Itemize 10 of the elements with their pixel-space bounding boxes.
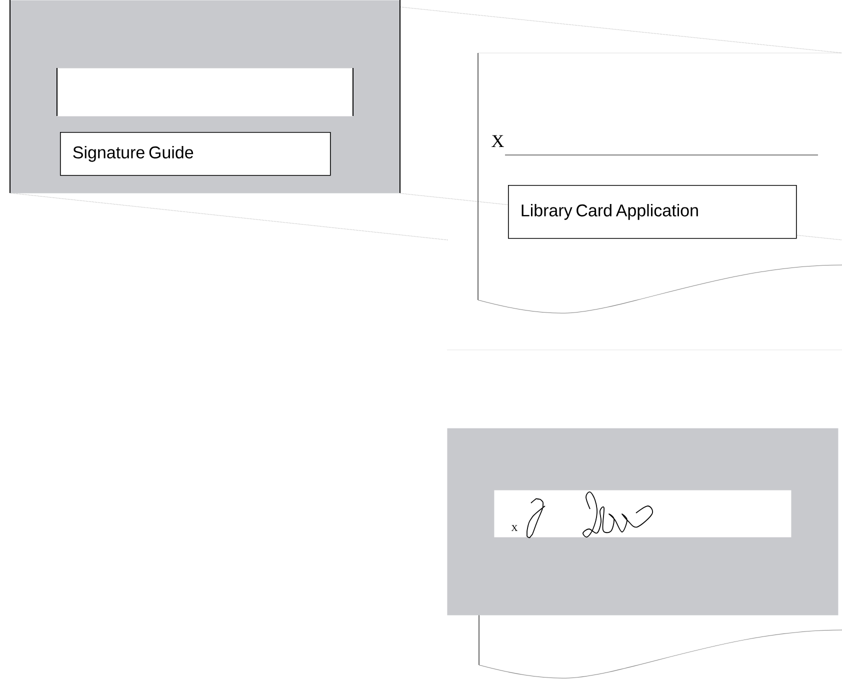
signature-mark: X (511, 525, 518, 531)
projection-line (400, 6, 842, 54)
signature-slot (56, 68, 354, 116)
signature-drawing (494, 490, 792, 538)
title-box: Signature Guide (60, 132, 331, 176)
document-page (478, 52, 842, 314)
document-page (478, 614, 842, 678)
projection-line (400, 193, 479, 202)
title-box: Library Card Application (508, 185, 797, 239)
signature-mark: X (492, 135, 504, 147)
